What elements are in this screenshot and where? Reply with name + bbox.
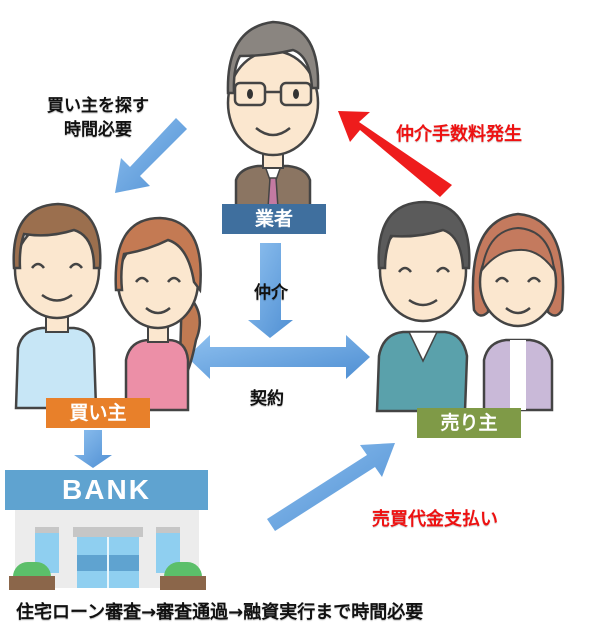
payment-arrow-icon xyxy=(267,443,395,531)
buyer-search-line2: 時間必要 xyxy=(64,120,132,140)
bank-sign: BANK xyxy=(5,470,208,510)
contract-note: 契約 xyxy=(250,389,284,409)
agent-label: 業者 xyxy=(222,204,326,234)
search-arrow-icon xyxy=(115,118,187,193)
commission-arrow-icon xyxy=(338,111,452,197)
loan-process-note: 住宅ローン審査→審査通過→融資実行まで時間必要 xyxy=(16,602,424,623)
bank-door-frame xyxy=(73,527,143,537)
mediation-arrow-icon xyxy=(248,243,293,338)
loan-arrow-icon xyxy=(74,430,112,468)
contract-double-arrow-icon xyxy=(187,335,370,379)
commission-note: 仲介手数料発生 xyxy=(396,124,522,145)
mediation-note: 仲介 xyxy=(254,283,288,303)
bush-right-icon xyxy=(160,562,206,590)
buyer-search-note: 買い主を探す 時間必要 xyxy=(28,94,168,142)
buyer-woman-illustration xyxy=(114,216,202,412)
seller-man-illustration xyxy=(375,200,471,413)
bush-left-icon xyxy=(9,562,55,590)
payment-note: 売買代金支払い xyxy=(372,509,498,530)
buyer-label: 買い主 xyxy=(46,398,150,428)
buyer-search-line1: 買い主を探す xyxy=(47,96,149,116)
seller-label: 売り主 xyxy=(417,408,521,438)
bank-door xyxy=(77,537,139,588)
bank-building: BANK xyxy=(5,470,208,590)
seller-woman-illustration xyxy=(471,212,565,412)
buyer-man-illustration xyxy=(12,202,102,410)
agent-illustration xyxy=(226,20,320,210)
